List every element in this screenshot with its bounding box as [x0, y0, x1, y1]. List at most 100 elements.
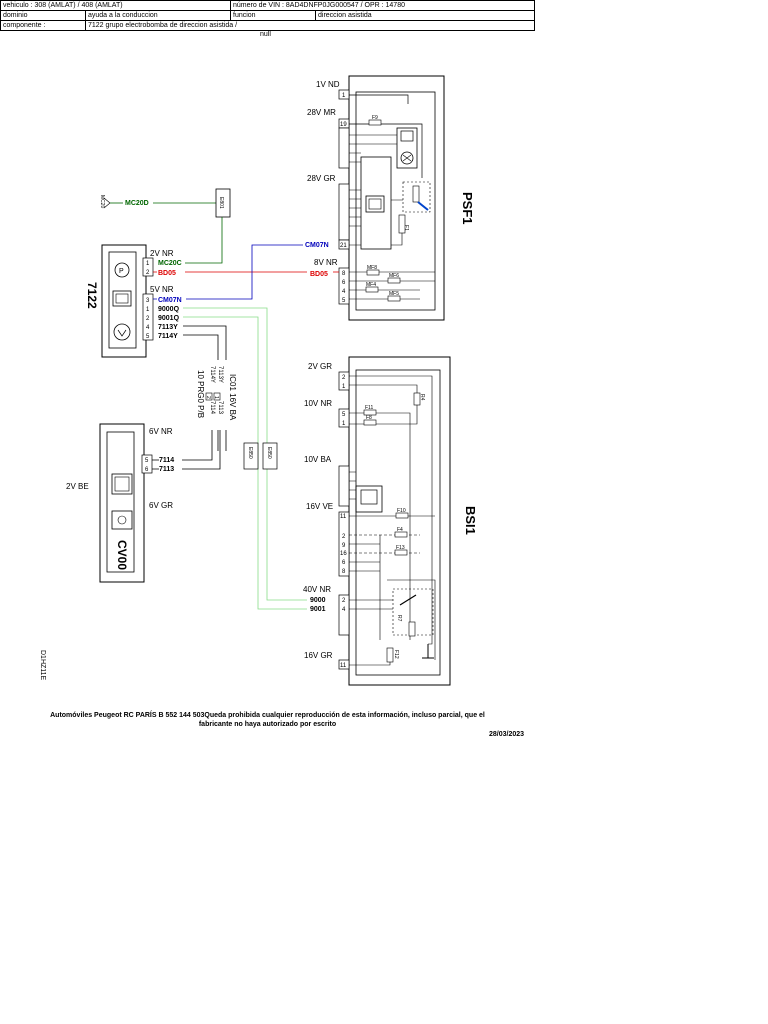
- footer-line-2: fabricante no haya autorizado por escrit…: [198, 721, 337, 728]
- bsi1-pin-6: 6: [342, 560, 346, 566]
- c7122-pin-4: 4: [146, 325, 150, 331]
- cv00-pin-6: 6: [145, 467, 149, 473]
- harness-7114y: 7114Y: [209, 366, 215, 383]
- e850-a: E850: [247, 447, 253, 459]
- bsi1-fuse-f10: F10: [397, 508, 406, 514]
- psf1-fuse-mf5: MF5: [389, 291, 399, 297]
- bsi1-conn-10nr: 10V NR: [304, 399, 332, 408]
- c7122-pin-5: 5: [146, 334, 150, 340]
- psf1-pin-19: 19: [340, 122, 347, 128]
- bsi1-pin-16: 16: [340, 551, 347, 557]
- header-componente-value: 7122 grupo electrobomba de direccion asi…: [85, 20, 535, 31]
- wire-cm07n-right: CM07N: [305, 242, 329, 249]
- psf1-pin-5: 5: [342, 298, 346, 304]
- wire-9000: 9000: [310, 597, 326, 604]
- bsi1-name: BSI1: [463, 506, 478, 535]
- wire-7114: 7114: [159, 457, 174, 464]
- wire-9000q: 9000Q: [158, 306, 180, 313]
- bsi1-pin-11b: 11: [340, 663, 347, 669]
- harness-7113y: 7113Y: [217, 366, 223, 383]
- psf1-fuse-mf4: MF4: [366, 282, 376, 288]
- cv00-conn-6vnr: 6V NR: [149, 427, 173, 436]
- bsi1-pin-2b: 2: [342, 534, 346, 540]
- wire-9001: 9001: [310, 606, 326, 613]
- bsi1-pin-4: 4: [342, 607, 346, 613]
- wire-mc20d: MC20D: [125, 200, 149, 207]
- reference-code: D1HZ11E: [39, 650, 46, 681]
- c7122-name: 7122: [85, 282, 99, 309]
- harness-7114: 7114: [209, 401, 215, 415]
- footer-date: 28/03/2023: [489, 731, 525, 738]
- bsi1-conn-2vgr: 2V GR: [308, 362, 332, 371]
- harness-pin-2: 2: [205, 396, 211, 399]
- wire-7113y: 7113Y: [158, 324, 178, 331]
- psf1-fuse-mf8: MF8: [367, 265, 377, 271]
- c7122-p-icon: P: [119, 268, 124, 275]
- psf1-name: PSF1: [460, 192, 475, 225]
- psf1-fuse-f9: F9: [372, 115, 378, 121]
- bsi1-fuse-f12: F12: [393, 650, 399, 659]
- cv00-conn-2vbe: 2V BE: [66, 482, 89, 491]
- e850-b: E850: [266, 447, 272, 459]
- bsi1-pin-1b: 1: [342, 421, 346, 427]
- psf1-pin-1: 1: [342, 93, 346, 99]
- psf1-box: PSF1 1V ND 1 28V MR 19 28V GR 21 8V NR 8…: [307, 75, 475, 321]
- psf1-pin-21: 21: [340, 243, 347, 249]
- c7122-pin-2a: 2: [146, 270, 150, 276]
- bsi1-fuse-f8: F8: [366, 415, 372, 421]
- psf1-conn-1v: 1V ND: [316, 80, 340, 89]
- bsi1-conn-10ba: 10V BA: [304, 455, 332, 464]
- psf1-pin-6: 6: [342, 280, 346, 286]
- bsi1-conn-16gr: 16V GR: [304, 651, 333, 660]
- cv00-conn-6vgr: 6V GR: [149, 501, 173, 510]
- bsi1-box: BSI1 2V GR 2 1 10V NR 5 1 10V BA 16V VE …: [303, 356, 478, 686]
- c7122-pin-2b: 2: [146, 316, 150, 322]
- wire-bd05-left: BD05: [158, 270, 176, 277]
- bsi1-conn-16ve: 16V VE: [306, 502, 333, 511]
- bsi1-pin-2a: 2: [342, 375, 346, 381]
- cv00-box: CV00 5 6 6V NR 2V BE 6V GR: [66, 423, 173, 583]
- cv00-pin-5: 5: [145, 458, 149, 464]
- harness-pin-1: 1: [213, 396, 219, 399]
- bsi1-pin-2c: 2: [342, 598, 346, 604]
- psf1-pin-8: 8: [342, 271, 346, 277]
- wire-cm07n-left: CM07N: [158, 297, 182, 304]
- bsi1-fuse-f11: F11: [365, 405, 373, 411]
- psf1-conn-28gr: 28V GR: [307, 174, 336, 183]
- bsi1-pin-5: 5: [342, 412, 346, 418]
- harness-prg: 10 PRG0 P/B: [196, 370, 205, 418]
- footer-line-1: Automóviles Peugeot RC PARÍS B 552 144 5…: [50, 712, 485, 719]
- c7122-box: 7122 P 1 2 3 1 2 4 5 2V NR 5V NR: [85, 244, 174, 358]
- psf1-pin-4: 4: [342, 289, 346, 295]
- e801-label: E801: [218, 197, 224, 209]
- bsi1-pin-8: 8: [342, 569, 346, 575]
- wire-7114y: 7114Y: [158, 333, 178, 340]
- bsi1-pin-9: 9: [342, 543, 346, 549]
- bsi1-fuse-f4: F4: [397, 527, 403, 533]
- bsi1-fuse-r7: R7: [396, 615, 402, 622]
- c7122-pin-1b: 1: [146, 307, 150, 313]
- psf1-conn-8v: 8V NR: [314, 258, 338, 267]
- wire-bd05-right: BD05: [310, 271, 328, 278]
- wire-mc20c: MC20C: [158, 260, 182, 267]
- wire-7113: 7113: [159, 466, 174, 473]
- mc20-label: MC20: [99, 195, 105, 209]
- c7122-pin-3: 3: [146, 298, 150, 304]
- cv00-name: CV00: [115, 540, 129, 570]
- bsi1-fuse-f13: F13: [396, 545, 405, 551]
- psf1-fuse-mf6: MF6: [389, 273, 399, 279]
- wires: MC20 MC20D E801 MC20C BD05 BD05 CM07N CM…: [99, 188, 339, 613]
- null-text: null: [260, 31, 271, 38]
- c7122-conn-2vnr: 2V NR: [150, 249, 174, 258]
- harness-7113: 7113: [217, 401, 223, 415]
- c7122-pin-1a: 1: [146, 261, 150, 267]
- bsi1-fuse-r4: R4: [419, 394, 425, 401]
- bsi1-pin-1a: 1: [342, 384, 346, 390]
- c7122-conn-5vnr: 5V NR: [150, 285, 174, 294]
- wire-9001q: 9001Q: [158, 315, 180, 322]
- psf1-fuse-f1: F1: [403, 225, 409, 231]
- harness-ic01: IC01 16V BA: [228, 374, 237, 421]
- bsi1-pin-11a: 11: [340, 514, 347, 520]
- bsi1-conn-40nr: 40V NR: [303, 585, 331, 594]
